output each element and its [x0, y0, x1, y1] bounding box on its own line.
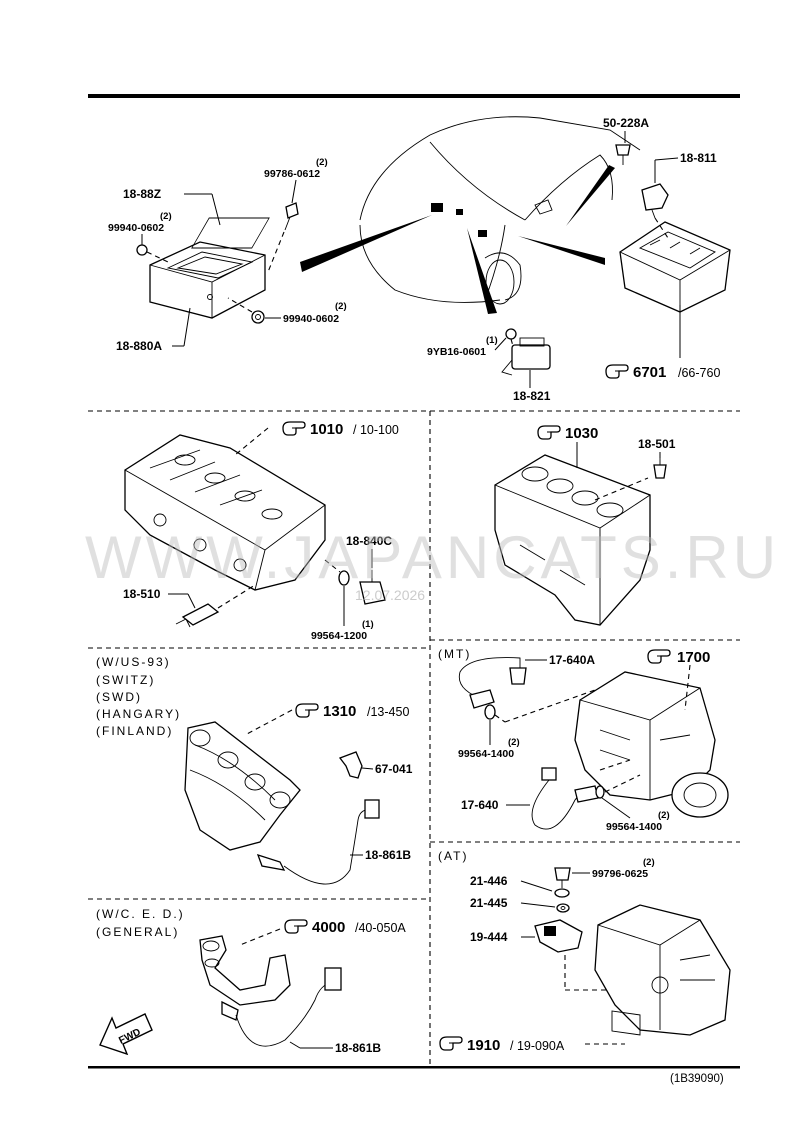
sensor-18-821: [501, 328, 551, 376]
label-99786-0612: 99786-0612: [264, 168, 320, 180]
bolt-99786-0612: [267, 202, 299, 273]
top-rule: [88, 94, 740, 98]
label-19-444: 19-444: [470, 930, 508, 944]
label-99564-1200: 99564-1200: [311, 630, 367, 642]
cond-line: (SWD): [96, 690, 142, 704]
label-18-861b-exhaust: 18-861B: [335, 1041, 381, 1055]
cond-line: (HANGARY): [96, 707, 181, 721]
qty-99564-1400-b: (2): [658, 810, 670, 821]
transmission-mt: [574, 671, 729, 818]
sensor-18-811: [641, 183, 669, 219]
switch-19-444: [534, 919, 583, 953]
cylinder-head: [124, 434, 326, 591]
ref-1010-sub: / 10-100: [353, 423, 399, 437]
qty-9yb16-0601: (1): [486, 335, 498, 346]
exhaust-condition: (GENERAL): [96, 925, 179, 939]
vehicle-outline: [359, 116, 641, 305]
label-99940-0602-b: 99940-0602: [283, 313, 339, 325]
ref-6701-main: 6701: [633, 364, 666, 381]
nut-99940-0602-a: [136, 244, 169, 263]
o2-sensor-18-861b-exhaust: [221, 967, 342, 1047]
ref-hand-icon: [439, 1036, 463, 1051]
label-99940-0602-a: 99940-0602: [108, 222, 164, 234]
ref-hand-icon: [295, 703, 319, 718]
label-18-510: 18-510: [123, 587, 161, 601]
ref-6701-sub: /66-760: [678, 366, 720, 380]
clip-67-041: [338, 751, 363, 779]
cylinder-block: [494, 454, 651, 626]
label-21-445: 21-445: [470, 896, 508, 910]
label-18-880a: 18-880A: [116, 339, 162, 353]
label-18-501: 18-501: [638, 437, 676, 451]
ref-4000-main: 4000: [312, 919, 345, 936]
label-67-041: 67-041: [375, 762, 413, 776]
exhaust-manifold: [184, 721, 301, 851]
cond-line: (FINLAND): [96, 724, 173, 738]
ref-4000-sub: /40-050A: [355, 921, 406, 935]
label-17-640: 17-640: [461, 798, 499, 812]
nut-99940-0602-b: [227, 297, 265, 324]
fwd-arrow-icon: FWD: [99, 1013, 153, 1056]
cond-line: (W/US-93): [96, 655, 171, 669]
label-99564-1400-b: 99564-1400: [606, 821, 662, 833]
label-18-861b: 18-861B: [365, 848, 411, 862]
diagram-code: (1B39090): [670, 1073, 724, 1085]
exhaust-pipe: [199, 935, 291, 1006]
label-9yb16-0601: 9YB16-0601: [427, 346, 486, 358]
manifold-conditions: (W/US-93) (SWITZ) (SWD) (HANGARY) (FINLA…: [96, 655, 181, 738]
qty-99796-0625: (2): [643, 857, 655, 868]
ref-1010-main: 1010: [310, 421, 343, 438]
at-condition: (AT): [438, 849, 468, 863]
label-21-446: 21-446: [470, 874, 508, 888]
ref-1030-main: 1030: [565, 425, 598, 442]
sensor-17-640a: [458, 657, 527, 720]
washer-21-446: [554, 888, 570, 898]
pointer-wedges: [300, 165, 615, 314]
ref-hand-icon: [537, 425, 561, 440]
sensor-18-510: [175, 584, 256, 628]
qty-99940-0602-a: (2): [160, 211, 172, 222]
qty-99564-1400-a: (2): [508, 737, 520, 748]
bolt-99796-0625: [554, 867, 571, 888]
label-17-640a: 17-640A: [549, 653, 595, 667]
watermark-text: WWW.JAPANCATS.RU: [85, 524, 780, 591]
sensor-18-840c: [324, 559, 386, 605]
ref-hand-icon: [647, 649, 671, 664]
label-18-840c: 18-840C: [346, 534, 392, 548]
ref-hand-icon: [282, 421, 306, 436]
ref-1910-main: 1910: [467, 1037, 500, 1054]
mt-condition: (MT): [438, 647, 471, 661]
control-module: [149, 217, 270, 319]
exhaust-condition: (W/C. E. D.): [96, 907, 185, 921]
abs-unit: [619, 217, 731, 313]
o2-sensor-18-861b: [256, 799, 380, 885]
qty-99564-1200: (1): [362, 619, 374, 630]
washer-21-445: [556, 903, 570, 913]
sensor-17-640: [531, 767, 605, 830]
label-18-811: 18-811: [680, 151, 717, 165]
section-dividers: [88, 410, 740, 1064]
label-99796-0625: 99796-0625: [592, 868, 648, 880]
ref-1310-main: 1310: [323, 703, 356, 720]
label-50-228a: 50-228A: [603, 116, 649, 130]
cond-line: (SWITZ): [96, 673, 155, 687]
bottom-rule: [88, 1066, 740, 1069]
label-99564-1400-a: 99564-1400: [458, 748, 514, 760]
watermark-date: 12.07.2026: [355, 587, 425, 603]
ref-1700-main: 1700: [677, 649, 710, 666]
part-50-228a: [615, 144, 631, 165]
transmission-at: [594, 904, 731, 1036]
sensor-18-501: [653, 458, 667, 479]
qty-99786-0612: (2): [316, 157, 328, 168]
ref-hand-icon: [605, 364, 629, 379]
qty-99940-0602-b: (2): [335, 301, 347, 312]
label-18-821: 18-821: [513, 389, 551, 403]
ref-1310-sub: /13-450: [367, 705, 409, 719]
ref-1910-sub: / 19-090A: [510, 1039, 565, 1053]
ref-hand-icon: [284, 919, 308, 934]
label-18-88z: 18-88Z: [123, 187, 161, 201]
